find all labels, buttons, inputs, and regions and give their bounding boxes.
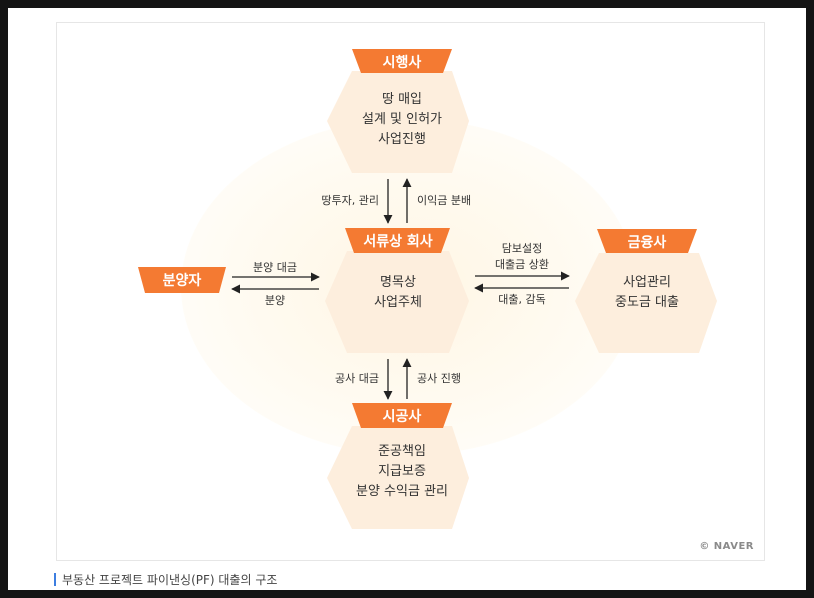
node-constructor: 시공사 준공책임 지급보증 분양 수익금 관리 [327, 403, 469, 529]
finance-hexagon [575, 253, 717, 353]
label-land-investment: 땅투자, 관리 [321, 194, 379, 207]
spc-banner-label: 서류상 회사 [363, 234, 432, 250]
constructor-line-2: 지급보증 [378, 464, 426, 479]
node-spc: 서류상 회사 명목상 사업주체 [325, 228, 469, 353]
buyer-banner [138, 267, 226, 293]
node-buyer: 분양자 [138, 267, 226, 293]
node-finance: 금융사 사업관리 중도금 대출 [575, 229, 717, 353]
naver-watermark: © NAVER [699, 541, 754, 552]
developer-line-3: 사업진행 [378, 131, 426, 147]
label-sale-payment: 분양 대금 [253, 261, 297, 274]
pf-structure-figure: 시행사 땅 매입 설계 및 인허가 사업진행 서류상 회사 명목상 사업주체 분… [56, 22, 765, 561]
node-developer: 시행사 땅 매입 설계 및 인허가 사업진행 [327, 49, 469, 173]
developer-line-1: 땅 매입 [382, 92, 422, 107]
label-collateral: 담보설정 [502, 242, 542, 255]
spc-line-2: 사업주체 [374, 295, 422, 310]
constructor-line-1: 준공책임 [378, 444, 426, 459]
developer-banner-label: 시행사 [383, 55, 422, 71]
caption-accent-bar [54, 572, 56, 586]
spc-banner [345, 228, 450, 253]
spc-hexagon [325, 251, 469, 353]
label-sale: 분양 [265, 294, 285, 307]
content-panel: 시행사 땅 매입 설계 및 인허가 사업진행 서류상 회사 명목상 사업주체 분… [8, 8, 806, 590]
figure-caption: 부동산 프로젝트 파이낸싱(PF) 대출의 구조 [54, 571, 277, 587]
label-loan-repayment: 대출금 상환 [495, 258, 549, 271]
finance-banner [597, 229, 697, 253]
finance-banner-label: 금융사 [628, 235, 667, 251]
finance-line-2: 중도금 대출 [615, 295, 679, 310]
constructor-banner [352, 403, 452, 428]
developer-banner [352, 49, 452, 73]
finance-line-1: 사업관리 [623, 275, 671, 290]
spc-line-1: 명목상 [380, 275, 416, 290]
caption-text: 부동산 프로젝트 파이낸싱(PF) 대출의 구조 [62, 572, 278, 587]
buyer-banner-label: 분양자 [163, 273, 202, 289]
label-construction-payment: 공사 대금 [335, 372, 379, 385]
developer-line-2: 설계 및 인허가 [362, 112, 442, 127]
constructor-line-3: 분양 수익금 관리 [356, 484, 448, 499]
developer-hexagon [327, 71, 469, 173]
constructor-banner-label: 시공사 [383, 409, 422, 425]
constructor-hexagon [327, 426, 469, 529]
label-loan-supervision: 대출, 감독 [498, 293, 545, 306]
pf-diagram: 시행사 땅 매입 설계 및 인허가 사업진행 서류상 회사 명목상 사업주체 분… [138, 49, 717, 529]
label-profit-distribution: 이익금 분배 [417, 194, 471, 207]
label-construction-progress: 공사 진행 [417, 372, 461, 385]
